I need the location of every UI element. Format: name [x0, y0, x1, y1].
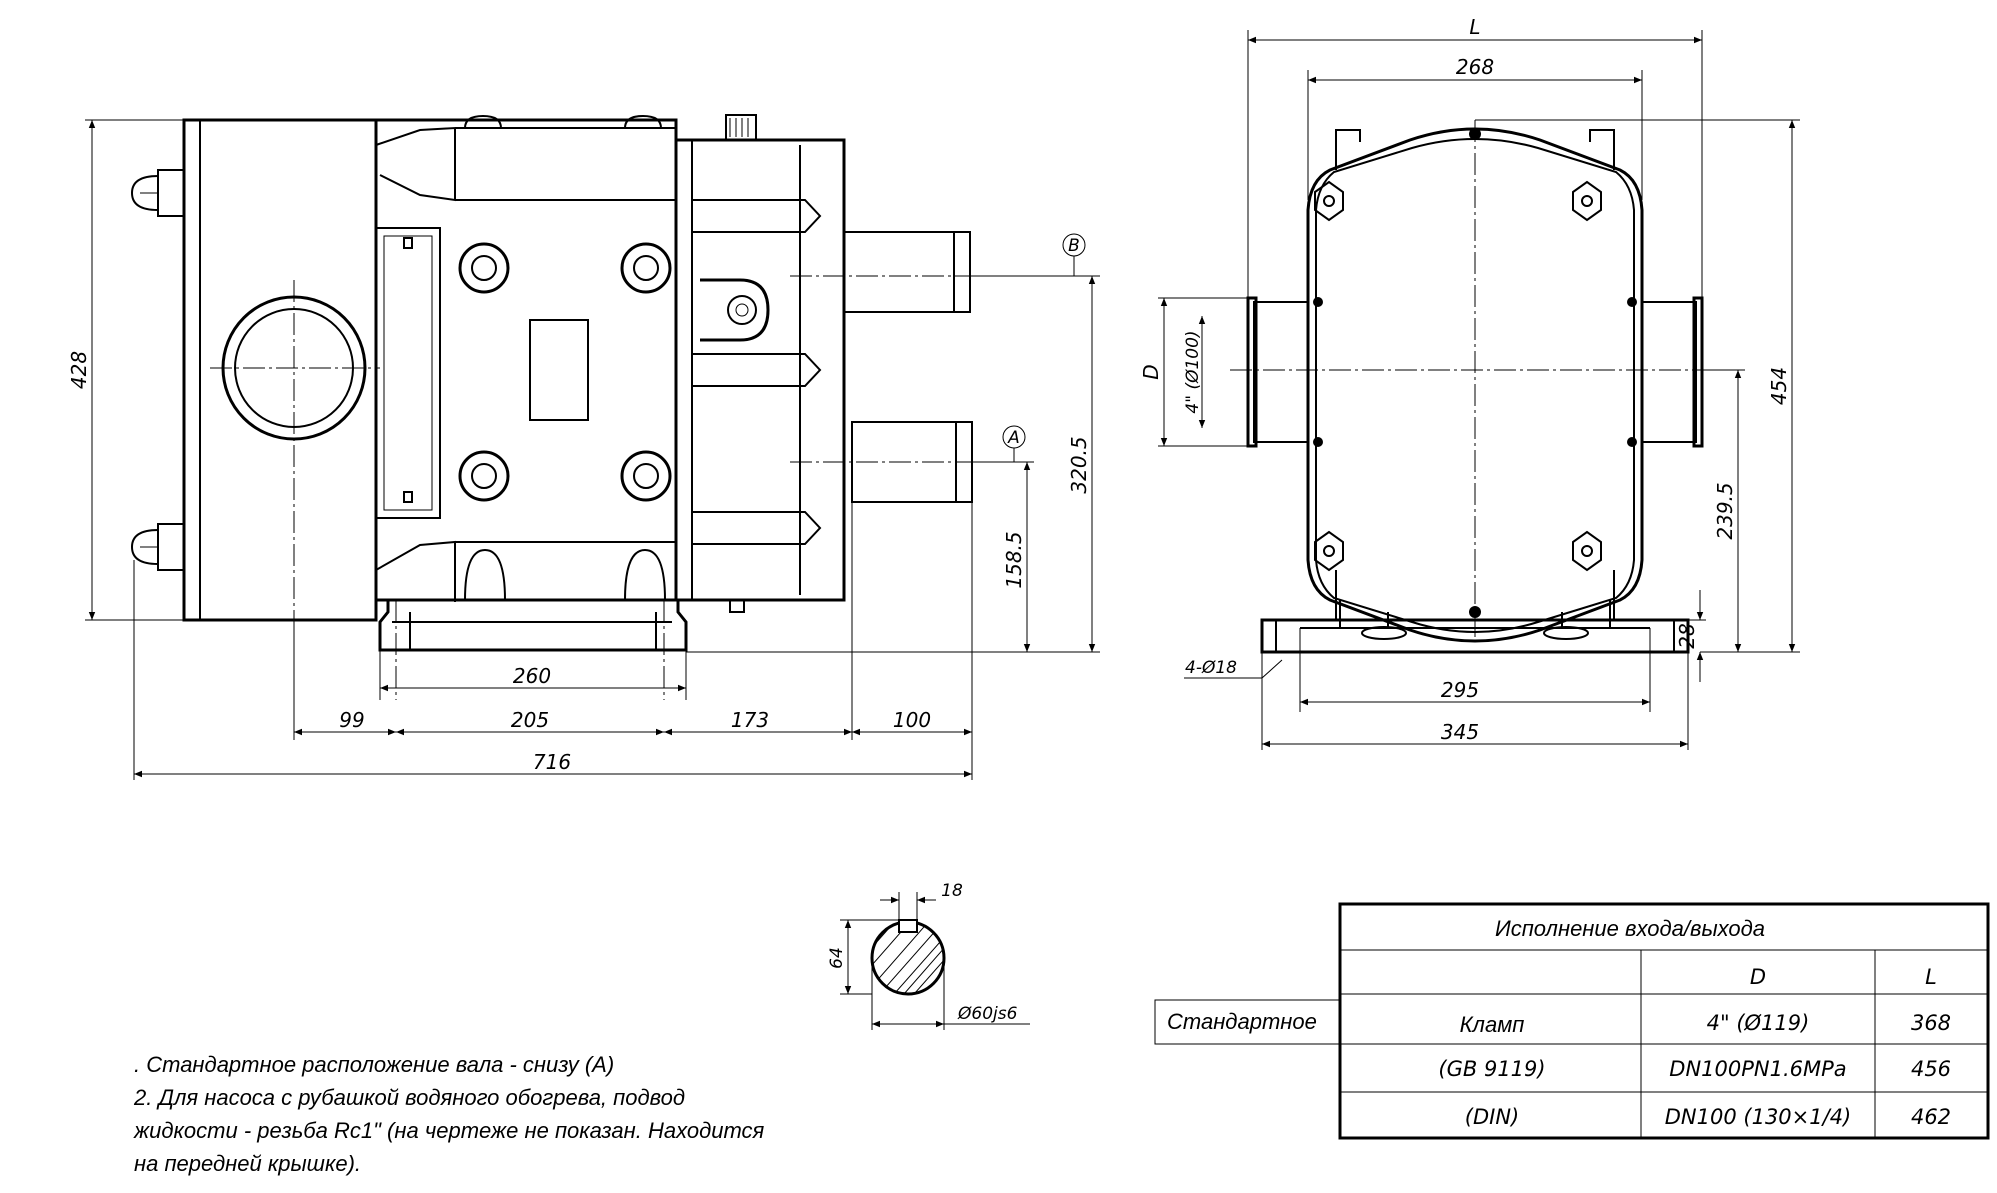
dim-173: 173: [731, 708, 769, 732]
table-cell-l: 456: [1911, 1057, 1951, 1081]
dim-716: 716: [533, 750, 571, 774]
table-cell-d: 4" (Ø119): [1707, 1011, 1810, 1035]
dim-428: 428: [67, 351, 91, 389]
table-row-label: Стандартное: [1167, 1009, 1317, 1034]
dim-268: 268: [1456, 55, 1494, 79]
table-cell-type: (DIN): [1465, 1105, 1519, 1129]
note-line-4: на передней крышке).: [134, 1151, 361, 1176]
dim-L: L: [1469, 15, 1480, 39]
callout-b: B: [1068, 236, 1080, 256]
dim-239-5: 239.5: [1713, 482, 1737, 539]
hex-bolt: [1314, 530, 1344, 572]
table-cell-l: 462: [1911, 1105, 1951, 1129]
hex-bolt: [1572, 180, 1602, 222]
table-cell-type: (GB 9119): [1438, 1057, 1545, 1081]
note-line-3: жидкости - резьба Rc1" (на чертеже не по…: [133, 1118, 765, 1143]
left-bolt-top: [130, 169, 185, 217]
dim-320-5: 320.5: [1067, 436, 1091, 493]
table-header-d: D: [1750, 965, 1766, 989]
dim-158-5: 158.5: [1002, 531, 1026, 588]
dim-D: D: [1139, 364, 1163, 379]
callout-a: A: [1007, 428, 1020, 448]
dim-shaft-dia: Ø60js6: [957, 1004, 1018, 1024]
dim-key-18: 18: [941, 881, 963, 901]
table-title: Исполнение входа/выхода: [1495, 916, 1765, 941]
side-view: L 268 D 4" (Ø100) 454 239.5 28 4-Ø18 295: [1139, 15, 1800, 750]
table-cell-l: 368: [1911, 1011, 1951, 1035]
dim-99: 99: [339, 708, 364, 732]
front-view: 428 320.5 158.5 B A 260 99 205 173 100: [67, 114, 1100, 780]
dim-28: 28: [1675, 623, 1699, 648]
dim-260: 260: [513, 664, 551, 688]
hex-bolt: [1314, 180, 1344, 222]
note-line-2: 2. Для насоса с рубашкой водяного обогре…: [133, 1085, 685, 1110]
dim-port-dia: 4" (Ø100): [1183, 330, 1203, 413]
port-table: Исполнение входа/выхода D L Стандартное …: [1154, 902, 1990, 1140]
table-header-l: L: [1925, 965, 1937, 989]
dim-64: 64: [827, 947, 847, 969]
table-cell-d: DN100 (130×1/4): [1665, 1105, 1852, 1129]
dim-454: 454: [1767, 367, 1791, 405]
note-line-1: . Стандартное расположение вала - снизу …: [134, 1052, 614, 1077]
table-cell-d: DN100PN1.6MPa: [1669, 1057, 1846, 1081]
left-bolt-bottom: [130, 523, 185, 571]
dim-295: 295: [1441, 678, 1479, 702]
shaft-section: 18 64 Ø60js6: [827, 881, 1030, 1030]
dim-holes: 4-Ø18: [1185, 658, 1237, 678]
dim-345: 345: [1441, 720, 1479, 744]
dim-100: 100: [893, 708, 931, 732]
hex-bolt: [1572, 530, 1602, 572]
dim-205: 205: [511, 708, 549, 732]
table-cell-type: Кламп: [1460, 1012, 1525, 1037]
notes: . Стандартное расположение вала - снизу …: [133, 1052, 765, 1176]
